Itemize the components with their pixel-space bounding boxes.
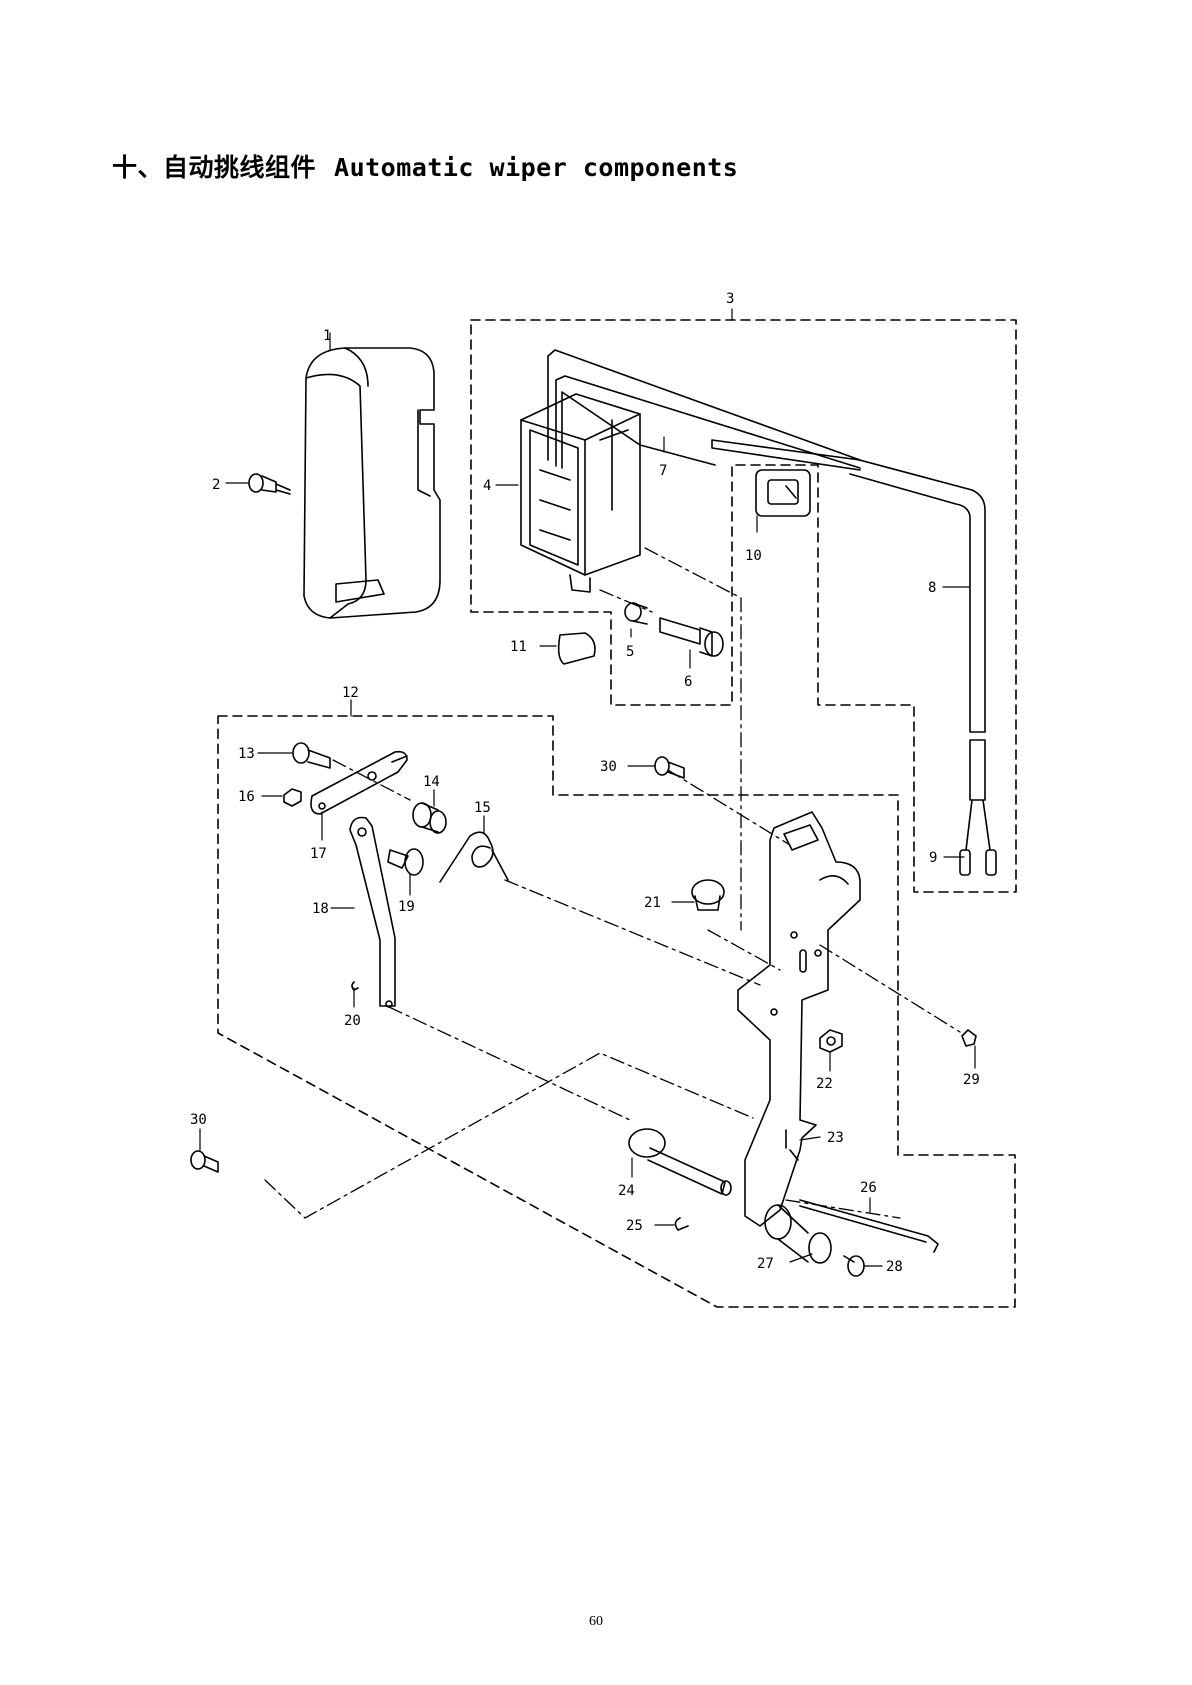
callout-30-lower: 30 [190, 1112, 207, 1128]
part-18-lever [350, 818, 395, 1008]
callout-30-upper: 30 [600, 759, 617, 775]
callout-21: 21 [644, 895, 661, 911]
part-24-shaft [629, 1129, 731, 1195]
part-26-rod [800, 1200, 938, 1252]
callout-5: 5 [626, 644, 634, 660]
callout-11: 11 [510, 639, 527, 655]
part-11-bracket [559, 633, 595, 664]
callout-26: 26 [860, 1180, 877, 1196]
part-15-spring [440, 832, 508, 882]
callout-22: 22 [816, 1076, 833, 1092]
callout-8: 8 [928, 580, 936, 596]
callout-17: 17 [310, 846, 327, 862]
callout-4: 4 [483, 478, 491, 494]
part-25-clip [675, 1218, 688, 1230]
callout-20: 20 [344, 1013, 361, 1029]
part-13-screw [293, 743, 330, 768]
part-10-switch [756, 470, 810, 516]
callout-14: 14 [423, 774, 440, 790]
part-5-bushing [625, 603, 647, 624]
callout-10: 10 [745, 548, 762, 564]
part-1-cover [304, 348, 440, 618]
part-22-nut [820, 1030, 842, 1052]
part-7-wire [548, 350, 860, 470]
callout-7: 7 [659, 463, 667, 479]
callout-29: 29 [963, 1072, 980, 1088]
callout-9: 9 [929, 850, 937, 866]
part-28-screw [844, 1256, 864, 1276]
callout-13: 13 [238, 746, 255, 762]
leader-lines [200, 309, 975, 1266]
callout-12: 12 [342, 685, 359, 701]
callout-23: 23 [827, 1130, 844, 1146]
part-8-tube [850, 458, 985, 800]
part-14-roller [413, 803, 446, 833]
part-17-plate [311, 752, 407, 814]
part-20-clip [352, 982, 358, 990]
part-30-screw-upper [655, 757, 684, 778]
part-16-nut [284, 789, 301, 806]
callout-28: 28 [886, 1259, 903, 1275]
callout-19: 19 [398, 899, 415, 915]
part-6-plunger [660, 618, 723, 656]
callout-labels: 1 2 3 4 5 6 7 8 9 10 11 12 13 14 15 16 1… [190, 291, 980, 1275]
callout-1: 1 [323, 328, 331, 344]
callout-25: 25 [626, 1218, 643, 1234]
part-2-screw [249, 474, 290, 494]
callout-18: 18 [312, 901, 329, 917]
part-19-screw [388, 849, 423, 875]
callout-24: 24 [618, 1183, 635, 1199]
callout-15: 15 [474, 800, 491, 816]
part-30-screw-lower [191, 1151, 218, 1172]
part-29-screw [962, 1030, 976, 1046]
callout-2: 2 [212, 477, 220, 493]
center-lines [265, 548, 960, 1218]
part-21-knob [692, 880, 724, 910]
page-number: 60 [0, 1614, 1192, 1630]
callout-27: 27 [757, 1256, 774, 1272]
callout-6: 6 [684, 674, 692, 690]
part-4-solenoid [521, 394, 640, 592]
callout-16: 16 [238, 789, 255, 805]
callout-3: 3 [726, 291, 734, 307]
part-23-bracket [738, 812, 860, 1226]
part-9-connector [960, 800, 996, 875]
